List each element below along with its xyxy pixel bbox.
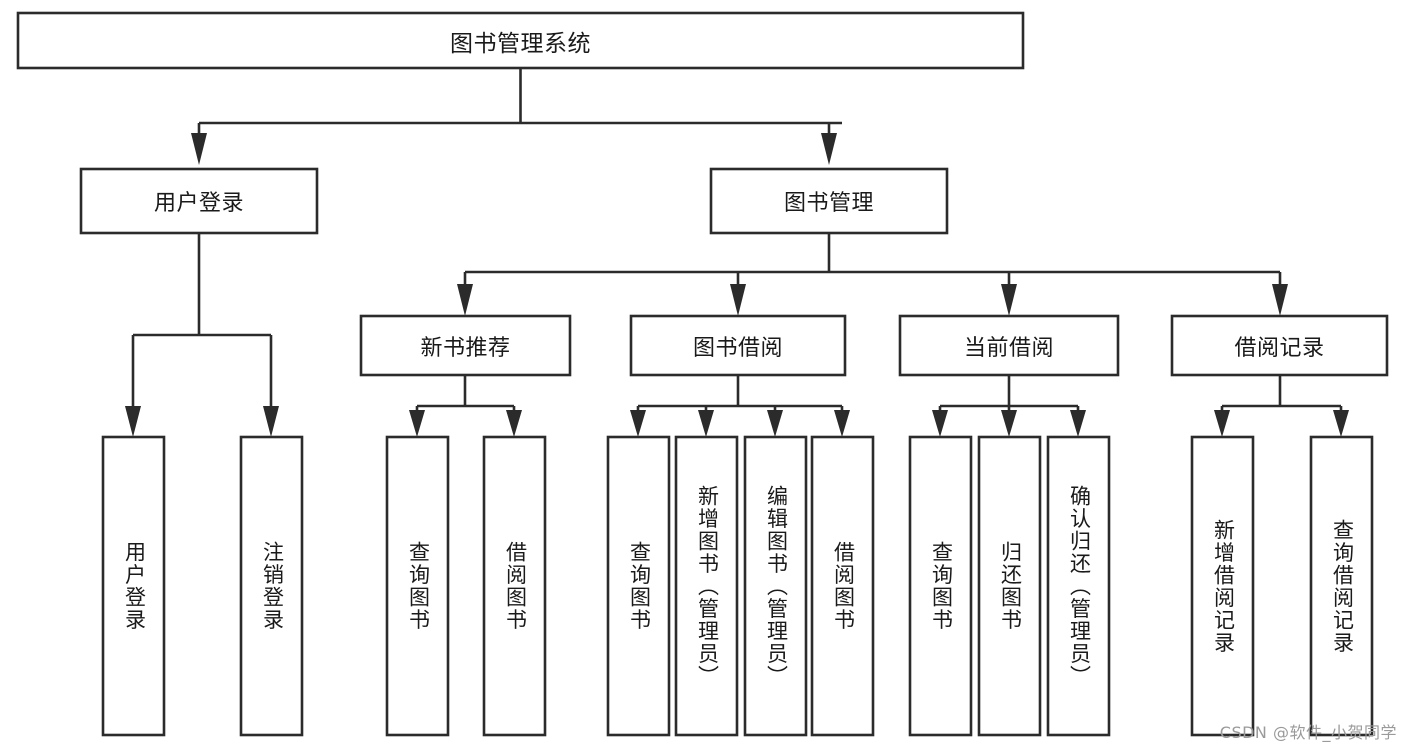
arrow-to-leaf-newbook-borrow (506, 410, 522, 437)
arrow-to-leaf-current-confirm (1070, 410, 1086, 437)
leaf-box-record-query[interactable] (1309, 435, 1374, 737)
connector-group-bookborrow-to-leaves (630, 375, 850, 437)
node-borrow-record-box[interactable] (1170, 314, 1389, 377)
connector-group-borrowrecord-to-leaves (1214, 375, 1349, 437)
leaf-box-borrow-query[interactable] (606, 435, 671, 737)
arrow-to-current-borrow (1001, 284, 1017, 316)
leaf-box-borrow-borrow[interactable] (810, 435, 875, 737)
leaf-box-current-return[interactable] (977, 435, 1042, 737)
node-book-management-box[interactable] (709, 167, 949, 235)
arrow-to-borrow-record (1272, 284, 1288, 316)
node-book-borrow-box[interactable] (629, 314, 847, 377)
leaf-box-borrow-edit[interactable] (743, 435, 808, 737)
leaf-box-record-add[interactable] (1190, 435, 1255, 737)
csdn-watermark: CSDN @软件_小贺同学 (1219, 723, 1397, 742)
arrow-to-leaf-newbook-query (409, 410, 425, 437)
connector-group-newbook-to-leaves (409, 375, 522, 437)
arrow-to-leaf-record-add (1214, 410, 1230, 437)
connector-group-currentborrow-to-leaves (932, 375, 1086, 437)
leaf-box-user-login[interactable] (101, 435, 166, 737)
leaf-box-logout[interactable] (239, 435, 304, 737)
leaf-box-newbook-query[interactable] (385, 435, 450, 737)
arrow-to-user-login (191, 133, 207, 165)
leaf-box-borrow-add[interactable] (674, 435, 739, 737)
node-current-borrow-box[interactable] (898, 314, 1120, 377)
leaf-box-current-confirm[interactable] (1046, 435, 1111, 737)
arrow-to-leaf-current-return (1001, 410, 1017, 437)
leaf-box-newbook-borrow[interactable] (482, 435, 547, 737)
arrow-to-book-management (821, 133, 837, 165)
arrow-to-leaf-record-query (1333, 410, 1349, 437)
arrow-to-leaf-borrow-borrow (834, 410, 850, 437)
arrow-to-leaf-current-query (932, 410, 948, 437)
connector-group-root-to-level2 (191, 68, 842, 165)
arrow-to-leaf-borrow-edit (767, 410, 783, 437)
arrow-to-leaf-borrow-query (630, 410, 646, 437)
connector-group-userlogin-to-leaves (125, 233, 279, 437)
arrow-to-leaf-borrow-add (698, 410, 714, 437)
leaf-box-current-query[interactable] (908, 435, 973, 737)
node-root-box[interactable] (16, 11, 1025, 70)
arrow-to-book-borrow (730, 284, 746, 316)
arrow-to-leaf-logout (263, 406, 279, 437)
arrow-to-leaf-user-login (125, 406, 141, 437)
node-user-login-box[interactable] (79, 167, 319, 235)
connector-group-bookmgmt-to-level3 (457, 233, 1288, 316)
arrow-to-new-book-recommend (457, 284, 473, 316)
node-new-book-recommend-box[interactable] (359, 314, 572, 377)
